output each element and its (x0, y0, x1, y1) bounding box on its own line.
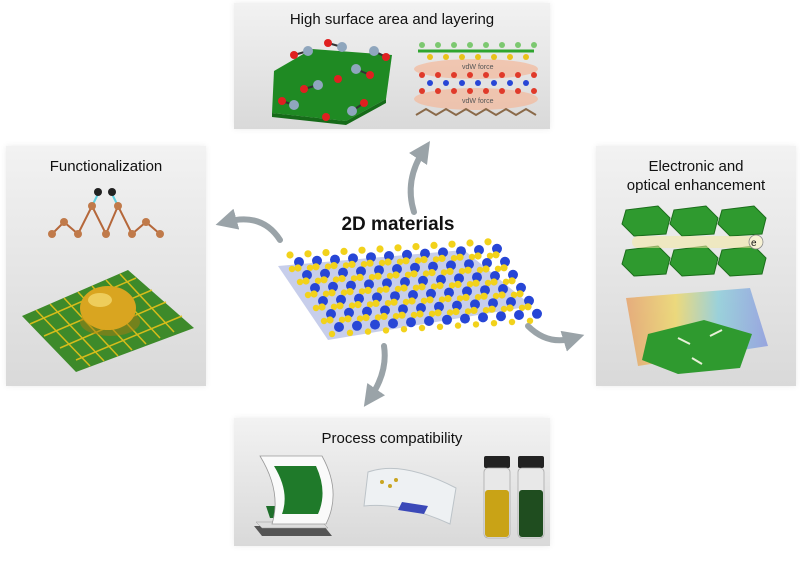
panel-functionalization-title: Functionalization (49, 158, 163, 175)
arrow-to-top (407, 141, 430, 215)
functional-chain-illustration (48, 188, 164, 238)
panel-electronic-optical-title-line1: Electronic and (648, 158, 744, 175)
panel-surface-area: High surface area and layering (234, 3, 550, 129)
graphene-adsorption-illustration (272, 39, 392, 125)
arrow-to-right (525, 323, 585, 352)
panel-electronic-optical: Electronic and optical enhancement e (596, 146, 796, 386)
gold-nanoparticle-on-lattice-illustration (22, 270, 194, 372)
vdw-force-label-1: vdW force (462, 64, 494, 71)
arrow-to-left (215, 208, 283, 243)
center-title: 2D materials (341, 214, 455, 235)
ink-vials-illustration (483, 456, 545, 539)
electron-label: e (751, 238, 757, 249)
panel-surface-area-title: High surface area and layering (289, 11, 495, 28)
flexible-substrate-illustration (254, 455, 334, 536)
panel-electronic-optical-title-line2: optical enhancement (626, 177, 766, 194)
fiber-device-illustration (363, 467, 457, 525)
panel-process-compatibility-title: Process compatibility (321, 430, 463, 447)
panel-functionalization: Functionalization (6, 146, 206, 386)
optical-enhancement-illustration (626, 288, 768, 374)
panel-process-compatibility: Process compatibility (234, 418, 550, 546)
layered-vdw-illustration: vdW force vdW force (414, 42, 538, 117)
arrow-to-bottom (363, 343, 388, 407)
mos2-lattice-illustration (278, 238, 542, 340)
vdw-force-label-2: vdW force (462, 98, 494, 105)
electron-transport-illustration: e (621, 205, 767, 277)
